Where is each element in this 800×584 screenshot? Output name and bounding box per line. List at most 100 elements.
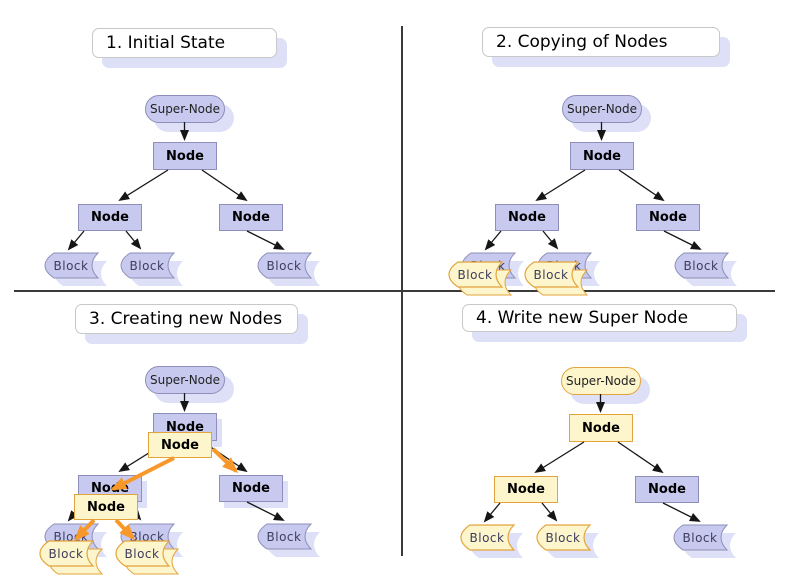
- block-label: Block: [130, 259, 165, 273]
- block-shape: Block: [257, 523, 320, 557]
- panel-copying-of-nodes: 2. Copying of Nodes Super-Node Node Node…: [400, 18, 800, 301]
- arrow-root-to-right: [618, 169, 665, 202]
- arrow-right-to-block3: [663, 230, 702, 250]
- block-label: Block: [49, 547, 84, 561]
- arrow-root-to-right: [201, 169, 248, 202]
- panel-title-box: 3. Creating new Nodes: [75, 304, 298, 334]
- node-shape-right: Node: [635, 476, 699, 503]
- node-shape-right: Node: [219, 204, 283, 231]
- node-label: Node: [232, 481, 270, 496]
- node-label: Node: [508, 210, 546, 225]
- arrow-root-to-left: [535, 169, 586, 202]
- node-shape-left: Node: [495, 204, 559, 231]
- new-node-shape-root: Node: [148, 432, 212, 458]
- block-shape: Block: [257, 252, 320, 286]
- block-body: [257, 523, 313, 550]
- panel-title-box: 4. Write new Super Node: [462, 304, 737, 332]
- new-node-shape-left: Node: [74, 494, 138, 520]
- page: 1. Initial State Super-Node Node Node No…: [0, 18, 800, 584]
- arrow-root-to-left: [118, 169, 169, 202]
- block-body: [44, 252, 100, 279]
- panel-initial-state: 1. Initial State Super-Node Node Node No…: [0, 18, 400, 301]
- panel-title: 4. Write new Super Node: [476, 308, 689, 328]
- arrow-right-to-block3: [246, 501, 285, 521]
- node-label: Node: [583, 148, 621, 164]
- super-node-shape: Super-Node: [562, 95, 642, 123]
- arrow-right-to-block3: [662, 502, 701, 522]
- super-node-label: Super-Node: [566, 102, 638, 116]
- block-body: [460, 524, 516, 551]
- panel-title-box: 1. Initial State: [92, 28, 277, 58]
- super-node-label: Super-Node: [149, 102, 221, 116]
- node-label: Node: [232, 210, 270, 225]
- block-body: [448, 261, 504, 288]
- new-block-shape: Block: [115, 540, 180, 575]
- block-body: [257, 252, 313, 279]
- node-label: Node: [649, 210, 687, 225]
- block-label: Block: [684, 259, 719, 273]
- block-shape: Block: [674, 252, 737, 286]
- node-label: Node: [582, 420, 620, 436]
- tree: Super-Node Node Node Node Block Block Bl…: [0, 18, 400, 301]
- block-label: Block: [683, 531, 718, 545]
- block-body: [536, 524, 592, 551]
- block-label: Block: [125, 547, 160, 561]
- block-body: [120, 252, 176, 279]
- block-shape: Block: [44, 252, 107, 286]
- node-shape-root: Node: [569, 414, 633, 442]
- node-label: Node: [166, 419, 204, 435]
- new-block-shape: Block: [39, 540, 104, 575]
- block-label: Block: [458, 268, 493, 282]
- block-body: [674, 252, 730, 279]
- arrow-root-to-left: [534, 441, 585, 474]
- node-shape-left: Node: [494, 476, 558, 503]
- block-shape: Block: [120, 252, 183, 286]
- node-shape-left: Node: [78, 204, 142, 231]
- node-label: Node: [91, 210, 129, 225]
- arrow-left-to-block2: [125, 230, 142, 250]
- arrow-left-to-block1: [67, 230, 85, 251]
- panel-title: 2. Copying of Nodes: [496, 32, 668, 52]
- panel-title-box: 2. Copying of Nodes: [482, 27, 720, 57]
- block-body: [524, 261, 580, 288]
- block-shape: Block: [673, 524, 736, 558]
- node-label: Node: [166, 148, 204, 164]
- block-label: Block: [546, 531, 581, 545]
- super-node-label: Super-Node: [149, 373, 221, 387]
- super-node-shape: Super-Node: [561, 367, 641, 395]
- node-shape-root: Node: [570, 142, 634, 170]
- arrow-left-to-block2: [542, 230, 559, 250]
- block-label: Block: [267, 259, 302, 273]
- panel-title: 1. Initial State: [106, 33, 226, 53]
- horizontal-divider: [14, 290, 775, 292]
- tree: Super-Node Node Node Node Block Block Bl…: [0, 289, 400, 575]
- super-node-shape: Super-Node: [145, 95, 225, 123]
- block-shape: Block: [460, 524, 523, 558]
- node-label: Node: [648, 482, 686, 497]
- block-shape: Block: [536, 524, 599, 558]
- arrow-left-to-block1: [484, 230, 502, 251]
- arrow-root-to-right: [617, 441, 664, 474]
- panel-title: 3. Creating new Nodes: [89, 309, 283, 329]
- block-copy-shape: Block: [448, 261, 513, 296]
- arrow-left-to-block2: [541, 502, 558, 522]
- node-shape-right: Node: [219, 475, 283, 502]
- tree: Super-Node Node Node Node Block Block Bl…: [416, 290, 800, 573]
- block-copy-shape: Block: [524, 261, 589, 296]
- node-label: Node: [507, 482, 545, 497]
- super-node-label: Super-Node: [565, 374, 637, 388]
- block-label: Block: [267, 530, 302, 544]
- super-node-shape: Super-Node: [145, 366, 225, 394]
- arrow-left-to-block1: [483, 502, 501, 523]
- block-label: Block: [470, 531, 505, 545]
- node-label: Node: [87, 499, 125, 515]
- panel-write-new-super-node: 4. Write new Super Node Super-Node Node …: [400, 301, 800, 584]
- block-body: [673, 524, 729, 551]
- node-shape-right: Node: [636, 204, 700, 231]
- block-label: Block: [54, 259, 89, 273]
- arrow-right-to-block3: [246, 230, 285, 250]
- new-arrow-root-to-right: [211, 447, 239, 474]
- node-label: Node: [161, 437, 199, 453]
- tree: Super-Node Node Node Node Block Block Bl…: [417, 18, 800, 301]
- node-shape-root: Node: [153, 142, 217, 170]
